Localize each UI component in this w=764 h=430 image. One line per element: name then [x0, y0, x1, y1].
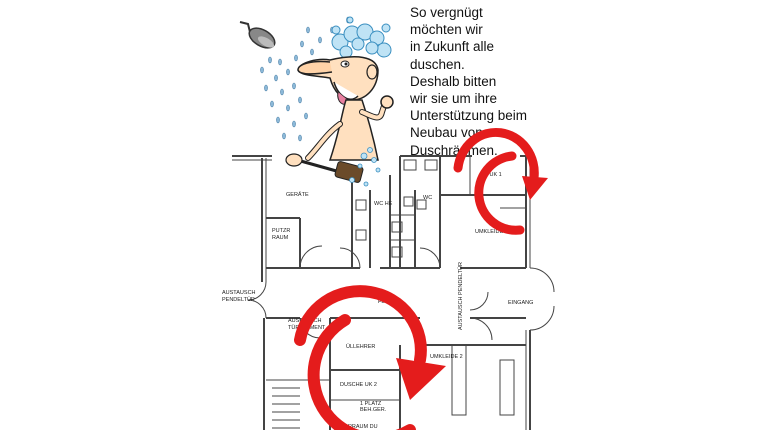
label-dusche-uk2: DUSCHE UK 2 — [340, 382, 377, 388]
label-austausch-pendeltuer-2: PENDELTÜR — [222, 296, 255, 303]
label-umkleide-2: UMKLEIDE 2 — [430, 354, 463, 360]
slogan-line: Deshalb bitten — [410, 73, 497, 89]
label-platz-behinderte: 1 PLATZ — [360, 401, 382, 407]
label-vorraum: VORRAUM DU — [340, 424, 378, 430]
bath-brush-icon — [285, 153, 364, 183]
label-eingang: EINGANG — [508, 300, 533, 306]
circular-arrow-icon — [294, 285, 446, 430]
slogan-line: So vergnügt — [410, 5, 483, 20]
label-platz-behinderte-2: BEH.GER. — [360, 407, 387, 413]
circular-arrow-icon — [453, 128, 548, 235]
label-putzraum-2: RAUM — [272, 235, 289, 241]
label-austausch-pendeltuer: AUSTAUSCH — [222, 290, 256, 296]
slogan-line: wir sie um ihre — [410, 91, 498, 107]
label-putzraum: PUTZR — [272, 228, 290, 234]
slogan-line: Duschräumen. — [410, 142, 498, 158]
label-lehrer: ÜLLEHRER — [346, 343, 375, 350]
shower-head-icon — [239, 21, 276, 49]
slogan-line: in Zukunft alle — [410, 39, 495, 55]
label-wc-da: WC — [423, 195, 432, 201]
showering-man-cartoon — [239, 16, 394, 187]
slogan-line: Neubau von — [410, 125, 483, 141]
label-geraete: GERÄTE — [286, 191, 309, 198]
label-umkleide-1: UMKLEIDE — [475, 229, 503, 235]
label-wc-he: WC HE — [374, 201, 393, 207]
slogan-line: möchten wir — [410, 22, 483, 38]
slogan-text: So vergnügt möchten wir in Zukunft alle … — [410, 4, 570, 159]
floor-plan — [232, 155, 555, 430]
slogan-line: Unterstützung beim — [410, 108, 528, 124]
slogan-line: duschen. — [410, 56, 465, 72]
label-dusche-uk1: DU UK 1 — [480, 172, 502, 178]
label-austausch-pendeltuer-right: AUSTAUSCH PENDELTÜR — [457, 262, 464, 330]
